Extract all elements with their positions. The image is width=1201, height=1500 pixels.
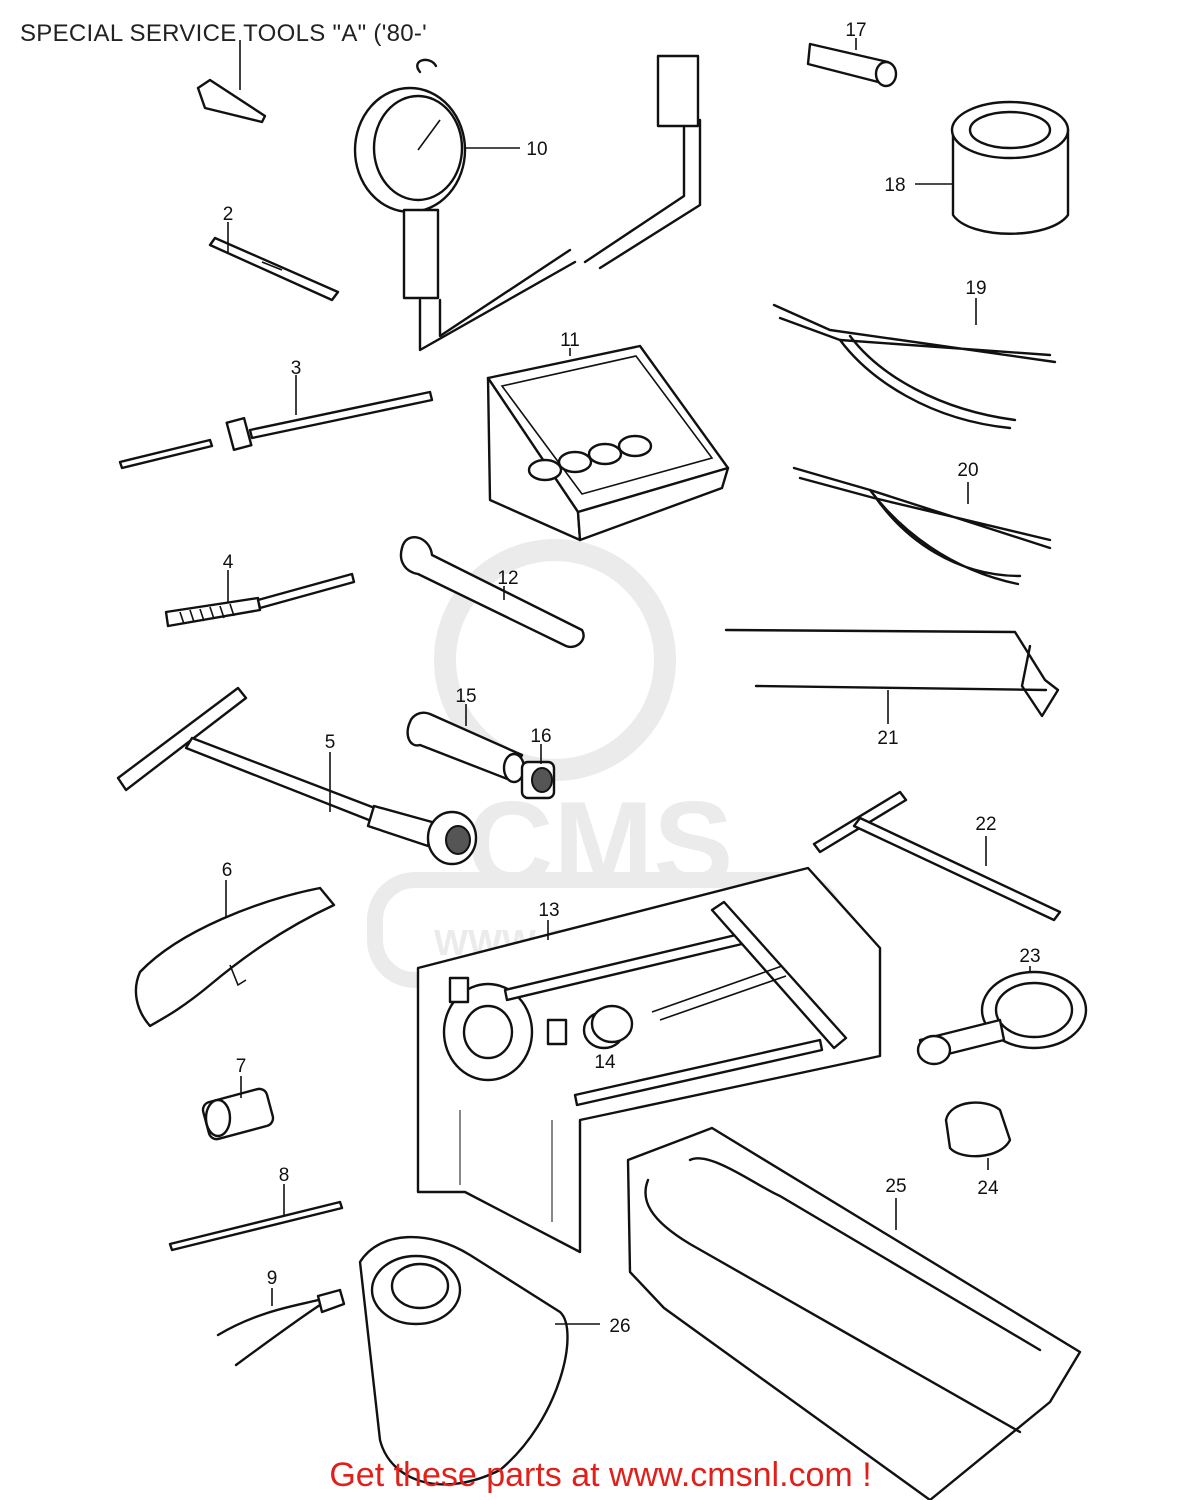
part-26-gauge-pouch[interactable]: [358, 1235, 600, 1486]
part-3-slide-hammer[interactable]: [118, 375, 434, 470]
page-title: SPECIAL SERVICE TOOLS "A" ('80-': [20, 20, 428, 47]
part-21-wire-tool[interactable]: [724, 628, 1060, 724]
part-10-compression-gauge[interactable]: [353, 54, 702, 352]
callout-22: 22: [975, 814, 996, 835]
callout-18: 18: [884, 175, 905, 196]
callout-25: 25: [885, 1176, 906, 1197]
callout-5: 5: [325, 732, 336, 753]
part-11-tool-box[interactable]: [486, 344, 730, 542]
part-13-bearing-puller[interactable]: [416, 866, 882, 1254]
callout-13: 13: [538, 900, 559, 921]
part-8-punch[interactable]: [168, 1184, 344, 1252]
part-17-fitting[interactable]: [806, 38, 898, 88]
part-19-circlip-pliers[interactable]: [772, 298, 1057, 430]
part-14-adapter[interactable]: [590, 1004, 634, 1044]
callout-2: 2: [223, 204, 234, 225]
part-6-tire-iron[interactable]: [134, 880, 336, 1028]
callout-12: 12: [497, 568, 518, 589]
callout-7: 7: [236, 1056, 247, 1077]
part-24-cap[interactable]: [944, 1101, 1012, 1170]
part-15-sleeve[interactable]: [406, 704, 526, 784]
callout-19: 19: [965, 278, 986, 299]
part-12-hook-spanner[interactable]: [399, 536, 585, 649]
part-5-t-handle-puller[interactable]: [116, 686, 478, 866]
callout-6: 6: [222, 860, 233, 881]
callout-14: 14: [594, 1052, 616, 1073]
part-9-pliers[interactable]: [216, 1288, 346, 1367]
callout-4: 4: [223, 552, 234, 573]
part-20-circlip-pliers[interactable]: [792, 466, 1052, 586]
callout-3: 3: [291, 358, 302, 379]
callout-24: 24: [977, 1178, 999, 1199]
callout-20: 20: [957, 460, 978, 481]
part-22-t-wrench[interactable]: [812, 790, 1062, 922]
footer-link[interactable]: Get these parts at www.cmsnl.com !: [329, 1456, 872, 1494]
part-7-coupler[interactable]: [201, 1076, 275, 1141]
part-16-nut[interactable]: [520, 744, 556, 800]
callout-26: 26: [609, 1316, 630, 1337]
part-4-threaded-driver[interactable]: [164, 570, 356, 628]
watermark-brand: CMS: [467, 777, 734, 911]
part-25-fork-tool[interactable]: [626, 1126, 1082, 1500]
callout-21: 21: [877, 728, 898, 749]
callout-15: 15: [455, 686, 476, 707]
part-1-cone-tool[interactable]: [196, 40, 267, 124]
callout-17: 17: [845, 20, 866, 41]
callout-9: 9: [267, 1268, 278, 1289]
callout-10: 10: [526, 139, 547, 160]
part-18-filter[interactable]: [915, 100, 1070, 235]
callout-23: 23: [1019, 946, 1040, 967]
callout-16: 16: [530, 726, 551, 747]
part-23-gauge[interactable]: [916, 966, 1088, 1066]
callout-11: 11: [560, 330, 580, 351]
callout-8: 8: [279, 1165, 290, 1186]
part-2-rod-tool[interactable]: [208, 222, 340, 302]
